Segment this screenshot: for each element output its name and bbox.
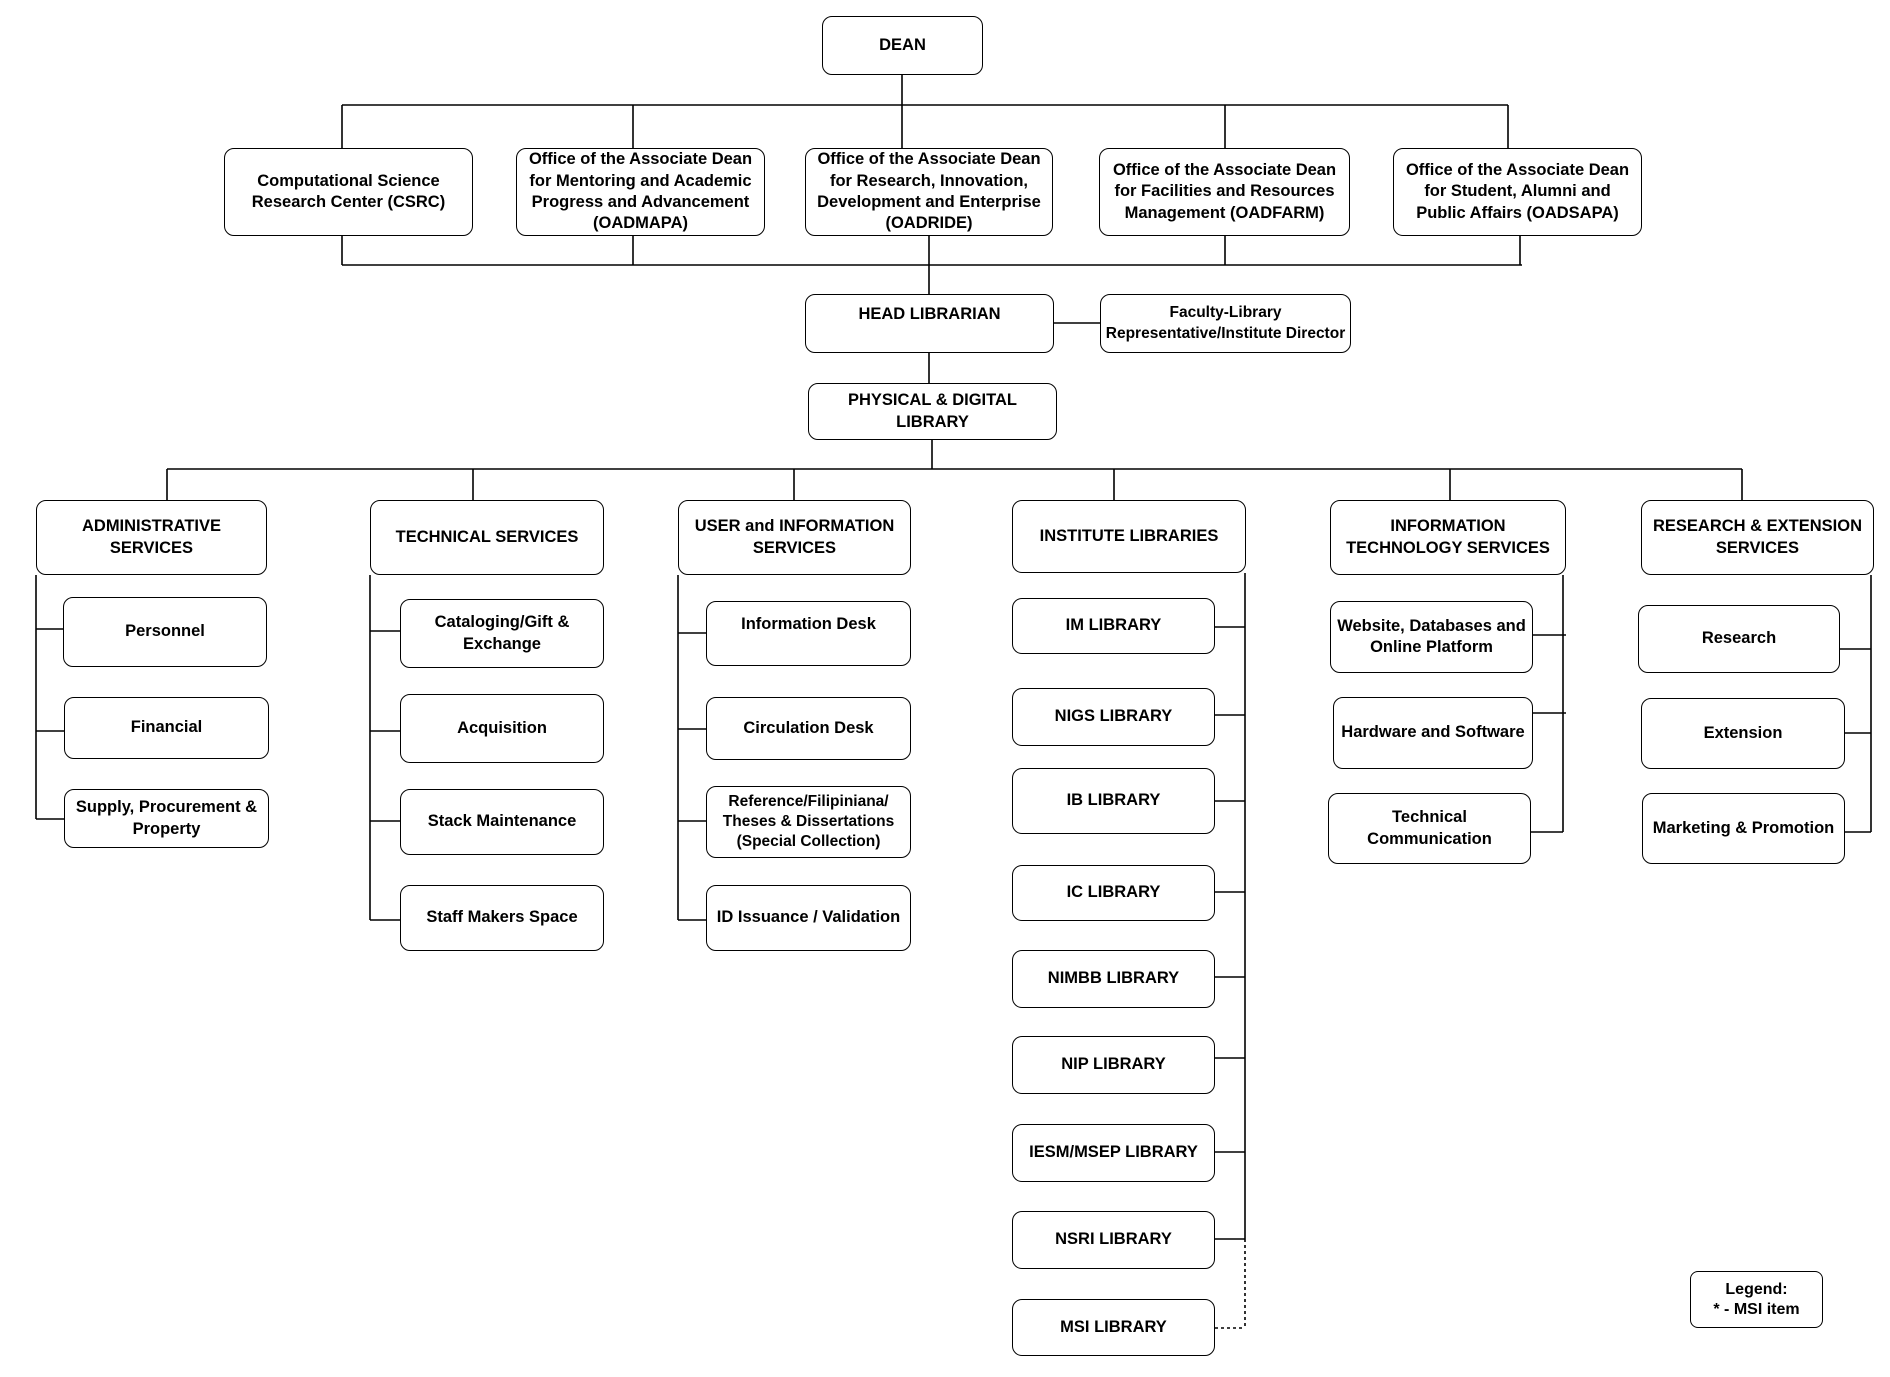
- legend-title: Legend:: [1725, 1281, 1788, 1298]
- head-librarian-box: HEAD LIBRARIAN: [805, 294, 1054, 353]
- extension-box: Extension: [1641, 698, 1845, 769]
- iesm-msep-library-box: IESM/MSEP LIBRARY: [1012, 1124, 1215, 1182]
- staff-makers-space-box: Staff Makers Space: [400, 885, 604, 951]
- csrc-box: Computational Science Research Center (C…: [224, 148, 473, 236]
- user-information-services-box: USER and INFORMATION SERVICES: [678, 500, 911, 575]
- reference-filipiniana-box: Reference/Filipiniana/ Theses & Disserta…: [706, 786, 911, 858]
- ic-library-box: IC LIBRARY: [1012, 865, 1215, 921]
- im-library-box: IM LIBRARY: [1012, 598, 1215, 654]
- administrative-services-box: ADMINISTRATIVE SERVICES: [36, 500, 267, 575]
- nimbb-library-box: NIMBB LIBRARY: [1012, 950, 1215, 1008]
- marketing-promotion-box: Marketing & Promotion: [1642, 793, 1845, 864]
- it-services-box: INFORMATION TECHNOLOGY SERVICES: [1330, 500, 1566, 575]
- research-extension-services-box: RESEARCH & EXTENSION SERVICES: [1641, 500, 1874, 575]
- personnel-box: Personnel: [63, 597, 267, 667]
- nsri-library-box: NSRI LIBRARY: [1012, 1211, 1215, 1269]
- technical-communication-box: Technical Communication: [1328, 793, 1531, 864]
- cataloging-gift-exchange-box: Cataloging/Gift & Exchange: [400, 599, 604, 668]
- hardware-software-box: Hardware and Software: [1333, 697, 1533, 769]
- oadride-box: Office of the Associate Dean for Researc…: [805, 148, 1053, 236]
- oadsapa-box: Office of the Associate Dean for Student…: [1393, 148, 1642, 236]
- supply-procurement-property-box: Supply, Procurement & Property: [64, 789, 269, 848]
- financial-box: Financial: [64, 697, 269, 759]
- id-issuance-validation-box: ID Issuance / Validation: [706, 885, 911, 951]
- website-databases-online-platform-box: Website, Databases and Online Platform: [1330, 601, 1533, 673]
- legend-box: Legend: * - MSI item: [1690, 1271, 1823, 1328]
- institute-libraries-box: INSTITUTE LIBRARIES: [1012, 500, 1246, 573]
- research-box: Research: [1638, 605, 1840, 673]
- circulation-desk-box: Circulation Desk: [706, 697, 911, 760]
- oadmapa-box: Office of the Associate Dean for Mentori…: [516, 148, 765, 236]
- nigs-library-box: NIGS LIBRARY: [1012, 688, 1215, 746]
- faculty-rep-box: Faculty-Library Representative/Institute…: [1100, 294, 1351, 353]
- acquisition-box: Acquisition: [400, 694, 604, 763]
- stack-maintenance-box: Stack Maintenance: [400, 789, 604, 855]
- oadfarm-box: Office of the Associate Dean for Facilit…: [1099, 148, 1350, 236]
- technical-services-box: TECHNICAL SERVICES: [370, 500, 604, 575]
- dean-box: DEAN: [822, 16, 983, 75]
- physical-digital-library-box: PHYSICAL & DIGITAL LIBRARY: [808, 383, 1057, 440]
- ib-library-box: IB LIBRARY: [1012, 768, 1215, 834]
- msi-library-box: MSI LIBRARY: [1012, 1299, 1215, 1356]
- information-desk-box: Information Desk: [706, 601, 911, 666]
- legend-item: * - MSI item: [1713, 1301, 1800, 1318]
- nip-library-box: NIP LIBRARY: [1012, 1036, 1215, 1094]
